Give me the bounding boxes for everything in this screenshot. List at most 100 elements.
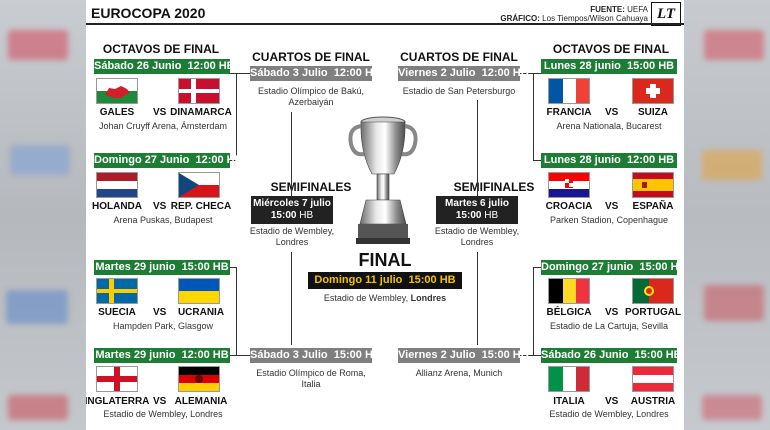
cuartos-left-title: CUARTOS DE FINAL [252,50,370,64]
quarter-date-bar: Sábado 3 Julio 15:00 HB [250,348,381,363]
match-date-bar: Sábado 26 Junio 12:00 HB [94,59,235,74]
bracket-line [533,355,541,356]
quarter-date-bar: Viernes 2 Julio 15:00 HB [398,348,529,363]
bracket-line [533,160,541,161]
team-name: DINAMARCA [170,107,232,118]
bracket-line [236,267,237,356]
team-name: GALES [99,107,135,118]
vs-label: VS [605,307,619,318]
france-flag-icon [548,78,590,104]
austria-flag-icon [632,366,674,392]
vs-label: VS [153,396,167,407]
bracket-line [229,355,237,356]
bracket-line [533,73,534,161]
quarter-venue: Estadio de San Petersburgo [402,86,516,96]
match-date-bar: Lunes 28 junio 12:00 HB [541,153,677,168]
bracket-line [477,100,478,196]
team-name: FRANCIA [546,107,592,118]
bracket-poster: EUROCOPA 2020 FUENTE: UEFA GRÁFICO: Los … [86,0,684,430]
bracket-line [229,160,237,161]
team-name: ESPAÑA [632,201,674,212]
bracket-line [291,252,292,345]
match-venue: Arena Nationala, Bucarest [556,121,662,131]
bracket-line [291,112,292,196]
team-name: PORTUGAL [624,307,682,318]
match-venue: Hampden Park, Glasgow [112,321,214,331]
blurred-flag [704,285,764,321]
quarter-date-bar: Sábado 3 Julio 12:00 HB [250,66,381,81]
team-name: HOLANDA [92,201,142,212]
vs-label: VS [153,201,167,212]
match-venue: Estadio de Wembley, Londres [103,409,223,419]
graphic-credit: GRÁFICO: Los Tiempos/Wilson Cahuaya [500,14,648,23]
wales-flag-icon [96,78,138,104]
quarter-venue: Estadio Olímpico de Roma,Italia [256,368,366,389]
vs-label: VS [605,107,619,118]
blurred-flag [702,150,762,180]
match-venue: Estadio de Wembley, Londres [549,409,669,419]
final-date-bar: Domingo 11 julio 15:00 HB [308,272,462,289]
background-right [684,0,770,430]
quarter-date-bar: Viernes 2 Julio 12:00 HB [398,66,529,81]
bracket-line [236,73,237,161]
match-date-bar: Sábado 26 Junio 15:00 HB [541,348,682,363]
semi-venue: Estadio de Wembley,Londres [249,226,335,247]
octavos-right-title: OCTAVOS DE FINAL [552,42,670,56]
team-name: INGLATERRA [86,396,150,407]
portugal-flag-icon [632,278,674,304]
team-name: ALEMANIA [174,396,228,407]
match-date-bar: Domingo 27 junio 15:00 HB [541,260,684,275]
bracket-line [533,267,541,268]
semi-venue: Estadio de Wembley,Londres [434,226,520,247]
match-date-bar: Lunes 28 junio 15:00 HB [541,59,677,74]
bracket-line [236,73,250,74]
final-title: FINAL [358,250,412,270]
germany-flag-icon [178,366,220,392]
blurred-flag [702,395,762,420]
match-venue: Arena Puskas, Budapest [113,215,213,225]
blurred-flag [8,30,68,60]
bracket-line [236,355,250,356]
spain-flag-icon [632,172,674,198]
czech-flag-icon [178,172,220,198]
match-venue: Johan Cruyff Arena, Ámsterdam [99,121,227,131]
vs-label: VS [153,307,167,318]
quarter-venue: Allianz Arena, Munich [415,368,503,378]
bracket-line [520,73,534,74]
bracket-line [533,73,541,74]
vs-label: VS [153,107,167,118]
belgium-flag-icon [548,278,590,304]
quarter-venue: Estadio Olímpico de Bakú,Azerbaiyán [257,86,365,107]
match-date-bar: Martes 29 junio 15:00 HB [94,260,230,275]
netherlands-flag-icon [96,172,138,198]
trophy-icon [348,112,418,248]
blurred-flag [10,145,70,175]
vs-label: VS [605,396,619,407]
blurred-flag [8,395,68,420]
semis-right-title: SEMIFINALES [453,180,535,194]
ukraine-flag-icon [178,278,220,304]
source-credit: FUENTE: UEFA [590,5,648,14]
match-venue: Parken Stadion, Copenhague [549,215,669,225]
bracket-line [477,252,478,345]
bracket-line [520,355,534,356]
switzerland-flag-icon [632,78,674,104]
header-rule [86,23,684,25]
denmark-flag-icon [178,78,220,104]
octavos-left-title: OCTAVOS DE FINAL [102,42,220,56]
italy-flag-icon [548,366,590,392]
team-name: SUIZA [638,107,668,118]
bracket-line [533,267,534,356]
match-date-bar: Martes 29 junio 12:00 HB [94,348,230,363]
team-name: BÉLGICA [546,307,592,318]
bracket-line [229,73,237,74]
team-name: CROACIA [545,201,593,212]
bracket-line [229,267,237,268]
final-venue: Estadio de Wembley, Londres [323,293,447,303]
team-name: REP. CHECA [170,201,232,212]
team-name: SUECIA [98,307,136,318]
match-venue: Estadio de La Cartuja, Sevilla [549,321,669,331]
sweden-flag-icon [96,278,138,304]
